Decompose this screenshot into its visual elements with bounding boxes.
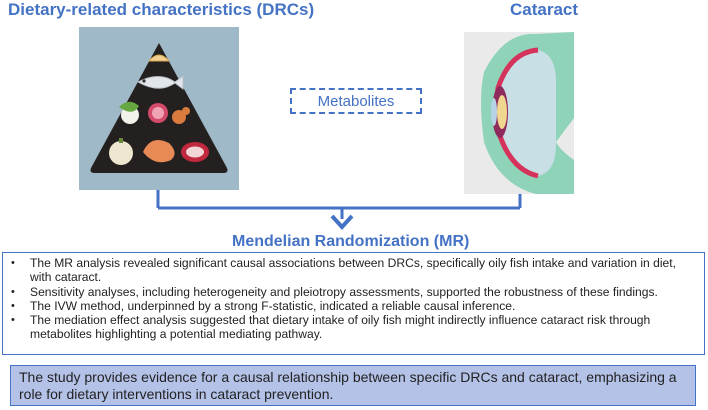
conclusion-box: The study provides evidence for a causal… <box>10 365 696 406</box>
findings-box: The MR analysis revealed significant cau… <box>2 252 705 355</box>
mr-title: Mendelian Randomization (MR) <box>232 233 470 250</box>
metabolites-box: Metabolites <box>290 88 422 114</box>
conclusion-text: The study provides evidence for a causal… <box>19 369 677 402</box>
finding-item: The IVW method, underpinned by a strong … <box>11 299 698 314</box>
findings-list: The MR analysis revealed significant cau… <box>11 256 698 342</box>
drc-title: Dietary-related characteristics (DRCs) <box>8 0 315 19</box>
finding-item: Sensitivity analyses, including heteroge… <box>11 285 698 300</box>
down-arrow-icon <box>330 214 354 230</box>
eye-cross-section-illustration <box>464 32 574 194</box>
food-pyramid-illustration <box>79 27 239 190</box>
metabolites-label: Metabolites <box>317 92 395 110</box>
cataract-title: Cataract <box>510 0 579 19</box>
finding-item: The MR analysis revealed significant cau… <box>11 256 698 285</box>
finding-item: The mediation effect analysis suggested … <box>11 313 698 342</box>
